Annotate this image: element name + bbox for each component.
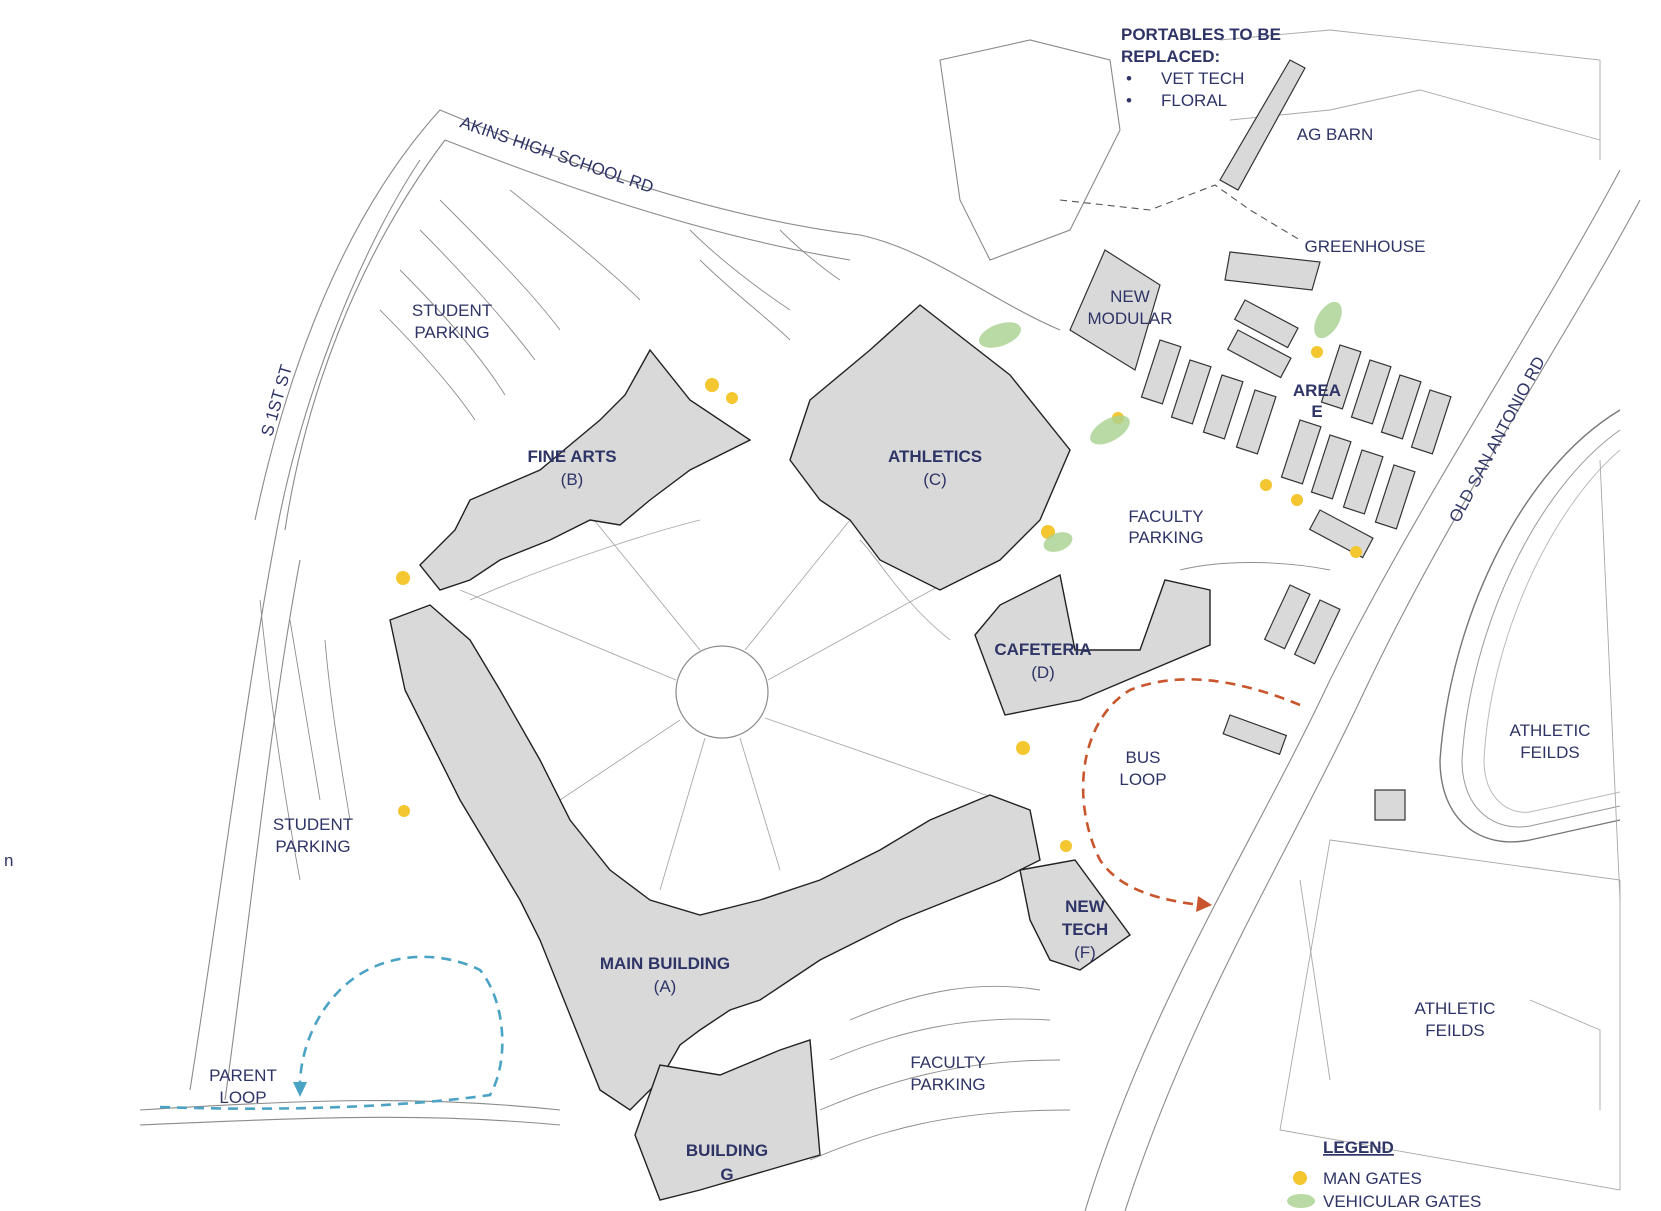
building-g-label-2: G	[720, 1165, 733, 1184]
student-parking-west-label-1: STUDENT	[273, 815, 353, 834]
new-tech-label-2: TECH	[1062, 920, 1108, 939]
legend-vehicular-gates-label: VEHICULAR GATES	[1323, 1192, 1481, 1211]
new-tech-building	[1019, 859, 1131, 971]
portables-title-line1: PORTABLES TO BE	[1121, 25, 1281, 44]
portables-item-vet-tech: VET TECH	[1161, 69, 1244, 88]
old-san-antonio-road-label: OLD SAN ANTONIO RD	[1445, 353, 1549, 525]
athletic-feilds-south-label-2: FEILDS	[1425, 1021, 1485, 1040]
legend-title: LEGEND	[1323, 1138, 1394, 1157]
fine-arts-building	[419, 348, 752, 591]
man-gate-marker	[705, 378, 719, 392]
student-parking-north-label-2: PARKING	[414, 323, 489, 342]
athletics-code: (C)	[923, 470, 947, 489]
faculty-parking-s-label-2: PARKING	[910, 1075, 985, 1094]
main-building-code: (A)	[654, 977, 677, 996]
bus-loop-label-1: BUS	[1126, 748, 1161, 767]
main-building-label: MAIN BUILDING	[600, 954, 730, 973]
ag-barn-building	[1219, 59, 1306, 191]
man-gate-marker	[396, 571, 410, 585]
edge-text-fragment: n	[4, 851, 13, 870]
faculty-parking-ne-label-1: FACULTY	[1128, 507, 1203, 526]
man-gate-marker	[1260, 479, 1272, 491]
student-parking-west-label-2: PARKING	[275, 837, 350, 856]
vehicular-gates	[978, 301, 1342, 552]
new-modular-label-2: MODULAR	[1087, 309, 1172, 328]
building-g-label-1: BUILDING	[686, 1141, 768, 1160]
athletic-track	[1279, 409, 1621, 1191]
man-gate-marker	[1291, 494, 1303, 506]
area-e-label-2: E	[1311, 402, 1322, 421]
athletic-feilds-east-label-1: ATHLETIC	[1510, 721, 1591, 740]
portables-item-floral: FLORAL	[1161, 91, 1227, 110]
akins-road-label: AKINS HIGH SCHOOL RD	[458, 113, 657, 197]
vehicular-gate-marker	[1314, 301, 1342, 339]
road-network	[139, 29, 1641, 1211]
portables-bullet: •	[1126, 69, 1132, 88]
bus-loop-arrow	[1196, 896, 1212, 912]
man-gate-marker	[1350, 546, 1362, 558]
s1st-street-label: S 1ST ST	[257, 363, 295, 439]
vehicular-gate-marker	[978, 322, 1022, 348]
new-modular-label-1: NEW	[1110, 287, 1150, 306]
legend: LEGEND MAN GATES VEHICULAR GATES	[1287, 1138, 1481, 1211]
vehicular-gate-marker	[1043, 532, 1073, 552]
man-gate-marker	[1060, 840, 1072, 852]
parking-rows	[259, 189, 1331, 1161]
new-tech-code: (F)	[1074, 943, 1096, 962]
parent-loop-route	[159, 955, 504, 1110]
athletics-building	[789, 304, 1071, 591]
area-e-label-1: AREA	[1293, 381, 1341, 400]
cafeteria-code: (D)	[1031, 663, 1055, 682]
faculty-parking-s-label-1: FACULTY	[910, 1053, 985, 1072]
main-building	[389, 604, 1041, 1111]
cafeteria-building	[974, 573, 1211, 716]
parent-loop-label-2: LOOP	[219, 1088, 266, 1107]
vehicular-gate-marker	[1090, 415, 1130, 445]
athletic-feilds-south-label-1: ATHLETIC	[1415, 999, 1496, 1018]
man-gate-marker	[1311, 346, 1323, 358]
athletics-label: ATHLETICS	[888, 447, 982, 466]
faculty-parking-ne-label-2: PARKING	[1128, 528, 1203, 547]
building-g	[634, 1039, 821, 1201]
fine-arts-code: (B)	[561, 470, 584, 489]
ag-barn-label: AG BARN	[1297, 125, 1374, 144]
area-e-portables	[1140, 299, 1452, 821]
cafeteria-label: CAFETERIA	[994, 640, 1091, 659]
courtyard-paths	[459, 514, 1001, 891]
bus-loop-route	[1081, 678, 1301, 907]
greenhouse-building	[1224, 251, 1321, 291]
buildings	[389, 59, 1452, 1201]
student-parking-north-label-1: STUDENT	[412, 301, 492, 320]
legend-vehicular-gate-swatch	[1287, 1194, 1315, 1208]
athletic-feilds-east-label-2: FEILDS	[1520, 743, 1580, 762]
portables-bullet: •	[1126, 91, 1132, 110]
parent-loop-label-1: PARENT	[209, 1066, 277, 1085]
man-gate-marker	[398, 805, 410, 817]
fine-arts-label: FINE ARTS	[527, 447, 616, 466]
new-tech-label-1: NEW	[1065, 897, 1106, 916]
man-gate-marker	[1016, 741, 1030, 755]
greenhouse-label: GREENHOUSE	[1305, 237, 1426, 256]
parent-loop-arrow	[293, 1082, 307, 1097]
legend-man-gate-swatch	[1293, 1171, 1307, 1185]
man-gate-marker	[726, 392, 738, 404]
new-modular-building	[1069, 249, 1161, 371]
legend-man-gates-label: MAN GATES	[1323, 1169, 1422, 1188]
bus-loop-label-2: LOOP	[1119, 770, 1166, 789]
portables-title-line2: REPLACED:	[1121, 47, 1220, 66]
